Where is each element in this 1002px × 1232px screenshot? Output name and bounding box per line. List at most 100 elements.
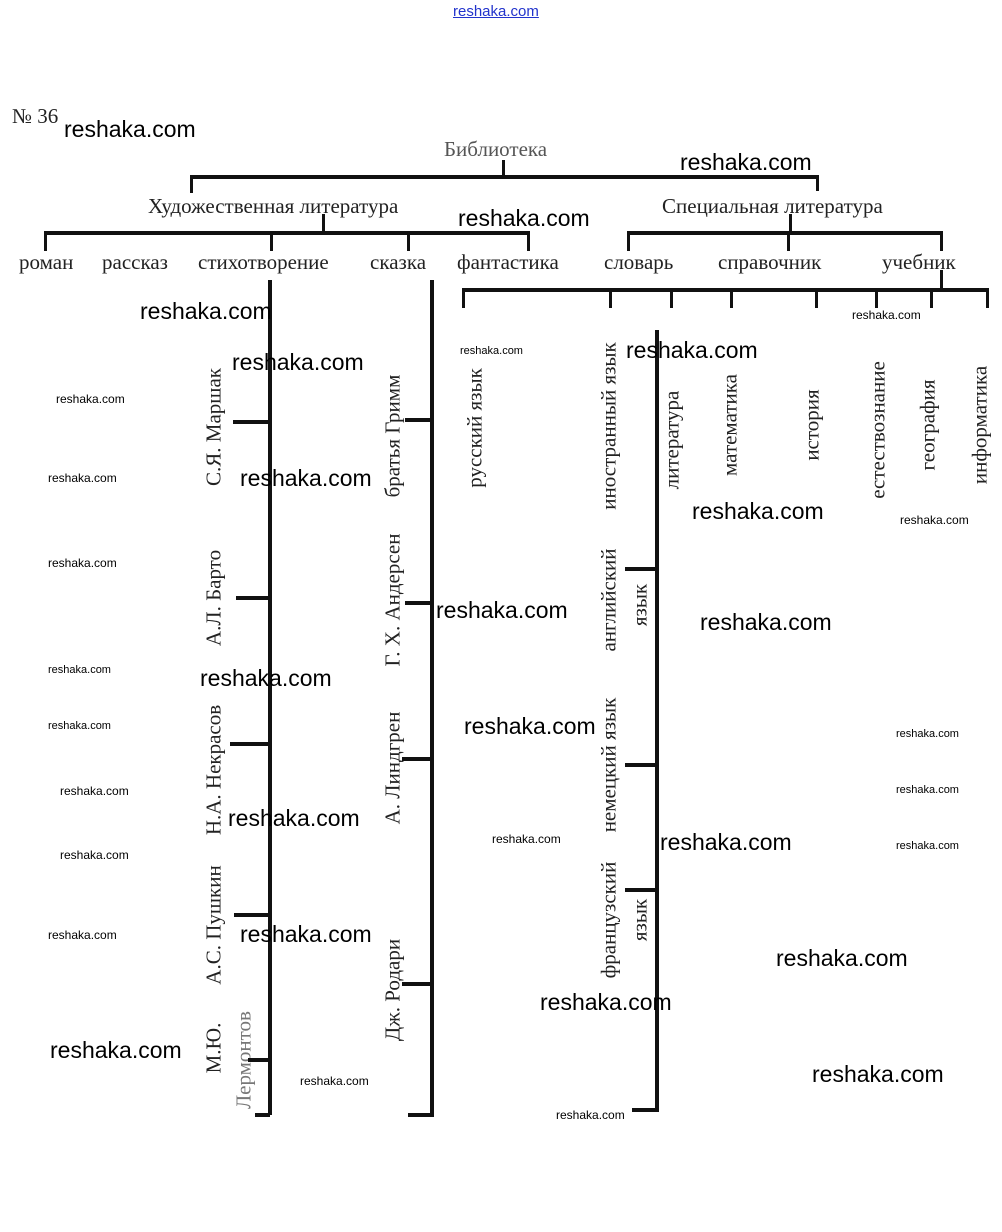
watermark: reshaka.com — [556, 1108, 625, 1122]
connector-line — [986, 288, 989, 308]
lang-english: английский — [596, 548, 621, 652]
subject-history: история — [799, 389, 824, 461]
subject-foreign: иностранный язык — [596, 342, 621, 510]
author-rodari: Дж. Родари — [380, 938, 405, 1042]
watermark: reshaka.com — [464, 713, 596, 739]
connector-line — [816, 175, 819, 191]
author-lermontov-initials: М.Ю. — [201, 1022, 226, 1074]
connector-line — [255, 1113, 270, 1117]
watermark: reshaka.com — [896, 840, 959, 852]
author-nekrasov: Н.А. Некрасов — [201, 704, 226, 836]
connector-line — [236, 596, 270, 600]
watermark: reshaka.com — [896, 784, 959, 796]
connector-line — [625, 888, 657, 892]
lang-french-2: язык — [627, 898, 652, 942]
connector-line — [627, 231, 630, 251]
connector-line — [405, 418, 432, 422]
watermark: reshaka.com — [300, 1074, 369, 1088]
watermark: reshaka.com — [776, 945, 908, 971]
watermark: reshaka.com — [900, 513, 969, 527]
watermark: reshaka.com — [200, 665, 332, 691]
watermark: reshaka.com — [458, 205, 590, 231]
connector-line — [632, 1108, 657, 1112]
watermark: reshaka.com — [436, 597, 568, 623]
subject-math: математика — [717, 374, 742, 476]
author-lindgren: А. Линдгрен — [380, 711, 405, 825]
subject-informatics: информатика — [967, 365, 992, 485]
root-node: Библиотека — [444, 137, 548, 161]
connector-line — [230, 742, 270, 746]
watermark: reshaka.com — [60, 784, 129, 798]
connector-line — [270, 231, 273, 251]
watermark: reshaka.com — [852, 308, 921, 322]
fiction-node: Художественная литература — [148, 194, 399, 218]
connector-line — [408, 1113, 434, 1117]
watermark: reshaka.com — [48, 664, 111, 676]
connector-line — [875, 288, 878, 308]
connector-line — [405, 601, 432, 605]
special-node: Специальная литература — [662, 194, 883, 218]
subject-geography: география — [915, 379, 940, 471]
connector-line — [940, 270, 943, 290]
watermark: reshaka.com — [140, 298, 272, 324]
connector-line — [670, 288, 673, 308]
connector-line — [190, 175, 193, 193]
author-marshak: С.Я. Маршак — [201, 368, 226, 486]
connector-line — [502, 160, 505, 178]
connector-line — [787, 231, 790, 251]
watermark: reshaka.com — [626, 337, 758, 363]
connector-line — [248, 1058, 270, 1062]
connector-line — [233, 420, 270, 424]
type-dictionary: словарь — [604, 250, 674, 274]
connector-line — [44, 231, 529, 235]
watermark: reshaka.com — [48, 556, 117, 570]
watermark: reshaka.com — [50, 1037, 182, 1063]
watermark: reshaka.com — [232, 349, 364, 375]
connector-line — [625, 567, 657, 571]
task-number: № 36 — [12, 104, 59, 128]
subject-russian: русский язык — [462, 368, 487, 488]
type-textbook: учебник — [882, 250, 956, 274]
lang-english-2: язык — [627, 583, 652, 627]
connector-line — [627, 231, 942, 235]
connector-line — [625, 763, 657, 767]
watermark: reshaka.com — [812, 1061, 944, 1087]
watermark: reshaka.com — [460, 345, 523, 357]
author-pushkin: А.С. Пушкин — [201, 865, 226, 985]
watermark: reshaka.com — [660, 829, 792, 855]
watermark: reshaka.com — [56, 392, 125, 406]
genre-scifi: фантастика — [457, 250, 559, 274]
connector-line — [609, 288, 612, 308]
connector-line — [430, 280, 434, 1115]
lang-german: немецкий язык — [596, 697, 621, 833]
watermark: reshaka.com — [48, 720, 111, 732]
connector-line — [322, 214, 325, 234]
lang-french: французский — [596, 861, 621, 979]
connector-line — [407, 231, 410, 251]
genre-poem: стихотворение — [198, 250, 329, 274]
watermark: reshaka.com — [492, 832, 561, 846]
connector-line — [462, 288, 988, 292]
connector-line — [44, 231, 47, 251]
connector-line — [815, 288, 818, 308]
watermark: reshaka.com — [240, 921, 372, 947]
connector-line — [940, 231, 943, 251]
watermark: reshaka.com — [228, 805, 360, 831]
watermark: reshaka.com — [48, 471, 117, 485]
watermark: reshaka.com — [540, 989, 672, 1015]
watermark: reshaka.com — [700, 609, 832, 635]
author-barto: А.Л. Барто — [201, 549, 226, 647]
connector-line — [462, 288, 465, 308]
watermark: reshaka.com — [240, 465, 372, 491]
watermark: reshaka.com — [692, 498, 824, 524]
connector-line — [730, 288, 733, 308]
watermark: reshaka.com — [60, 848, 129, 862]
watermark: reshaka.com — [48, 928, 117, 942]
watermark: reshaka.com — [680, 149, 812, 175]
source-link[interactable]: reshaka.com — [453, 3, 539, 20]
connector-line — [402, 757, 432, 761]
watermark: reshaka.com — [896, 728, 959, 740]
connector-line — [402, 982, 432, 986]
subject-science: естествознание — [865, 361, 890, 499]
